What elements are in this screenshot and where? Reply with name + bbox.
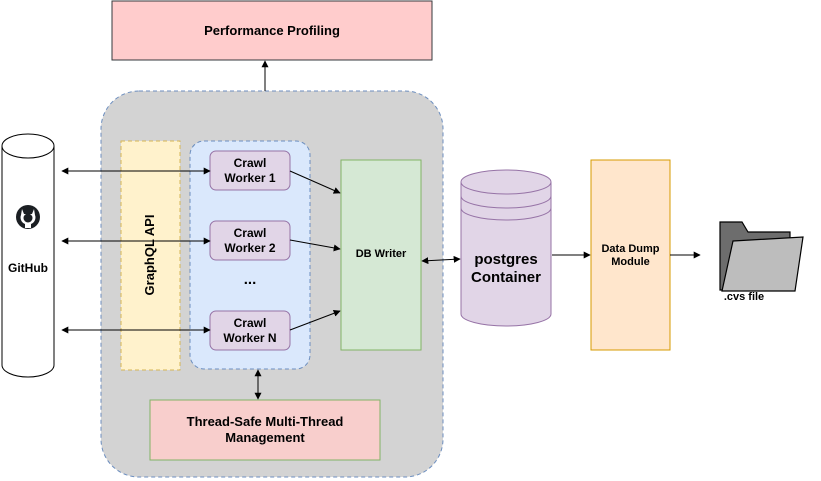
- github-label: GitHub: [8, 260, 48, 275]
- cvs-file-label: .cvs file: [723, 291, 765, 304]
- postgres-label: postgres Container: [470, 251, 541, 286]
- folder-icon: [719, 221, 804, 292]
- arrow-worker2-dbwriter: [289, 239, 341, 252]
- db-writer-label: DB Writer: [355, 248, 407, 261]
- crawl-worker-2-label: Crawl Worker 2: [224, 226, 276, 255]
- crawl-worker-n-label: Crawl Worker N: [223, 316, 277, 345]
- crawl-worker-1-label: Crawl Worker 1: [224, 156, 276, 185]
- ellipsis-label: ...: [243, 271, 257, 288]
- github-octocat-icon: [16, 205, 40, 229]
- thread-management-label: Thread-Safe Multi-Thread Management: [186, 414, 344, 445]
- performance-profiling-label: Performance Profiling: [204, 22, 340, 38]
- arrow-dbwriter-postgres: [421, 255, 461, 265]
- github-cylinder: [1, 133, 55, 378]
- data-dump-box: [590, 159, 671, 351]
- data-dump-label: Data Dump Module: [601, 242, 660, 268]
- graphql-api-label: GraphQL API: [142, 214, 158, 296]
- performance-profiling-box: [111, 0, 433, 61]
- arrow-worker1-dbwriter: [289, 170, 341, 194]
- thread-management-box: [149, 399, 381, 461]
- db-writer-box: [340, 159, 422, 351]
- arrow-workern-dbwriter: [289, 309, 341, 331]
- postgres-cylinder: [460, 169, 552, 327]
